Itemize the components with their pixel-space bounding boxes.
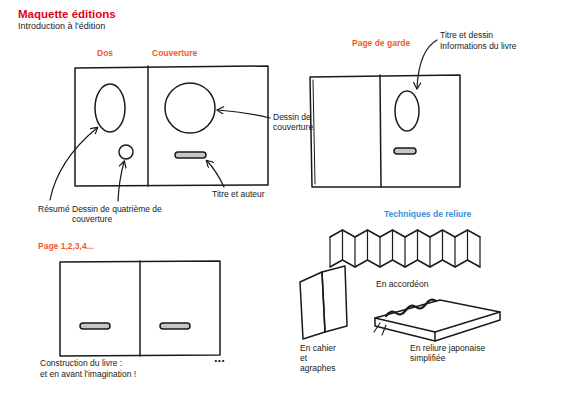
section-heading: Couverture [152, 48, 197, 58]
text-scribble [80, 323, 110, 329]
annotation: Résumé [38, 204, 70, 214]
leader-line [417, 40, 437, 88]
binding-stitch [386, 300, 436, 316]
japanese-book-sides [375, 312, 500, 341]
cover-drawing-oval [165, 83, 215, 133]
annotation: Construction du livre : [40, 358, 122, 368]
leader-line [50, 128, 97, 200]
subtitle: Introduction à l'édition [18, 21, 105, 32]
book-spine [147, 66, 149, 186]
book-spine [380, 75, 381, 187]
annotation: En reliure japonaise simplifiée [410, 343, 502, 363]
accordion-fold-lines [330, 230, 480, 267]
section-heading: Page de garde [352, 38, 410, 48]
accordion-fold [330, 230, 480, 237]
leader-line [207, 161, 224, 187]
book-spread [75, 66, 268, 186]
book-spread [310, 75, 460, 187]
page-edge [313, 80, 315, 184]
annotation: En cahier et agraphes [300, 343, 344, 373]
book-spine [139, 261, 141, 356]
annotation: Informations du livre [440, 41, 517, 51]
booklet-front-page [300, 272, 325, 339]
page-title: Maquette éditions [18, 7, 116, 21]
leader-line [118, 162, 124, 201]
annotation: Dessin de couverture [273, 112, 333, 132]
section-heading: Dos [97, 48, 113, 58]
title-drawing-oval [395, 91, 419, 131]
title-scribble [175, 152, 206, 158]
summary-oval [95, 84, 125, 132]
book-spread [60, 261, 220, 356]
annotation: Titre et dessin [440, 30, 493, 40]
annotation: Dessin de quatrième de couverture [72, 204, 164, 224]
section-heading: Techniques de reliure [384, 209, 471, 219]
annotation: En accordéon [376, 279, 428, 289]
binding-thread [374, 323, 386, 335]
section-heading: Page 1,2,3,4... [38, 241, 94, 251]
leader-line [218, 110, 270, 118]
booklet-back-page [322, 266, 347, 332]
title-scribble [394, 148, 416, 154]
annotation: et en avant l'imagination ! [40, 369, 136, 379]
japanese-book-top [375, 300, 500, 332]
annotation: Titre et auteur [212, 189, 265, 199]
back-drawing-circle [119, 145, 133, 159]
text-scribble [160, 323, 190, 329]
ellipsis: ... [214, 350, 225, 366]
